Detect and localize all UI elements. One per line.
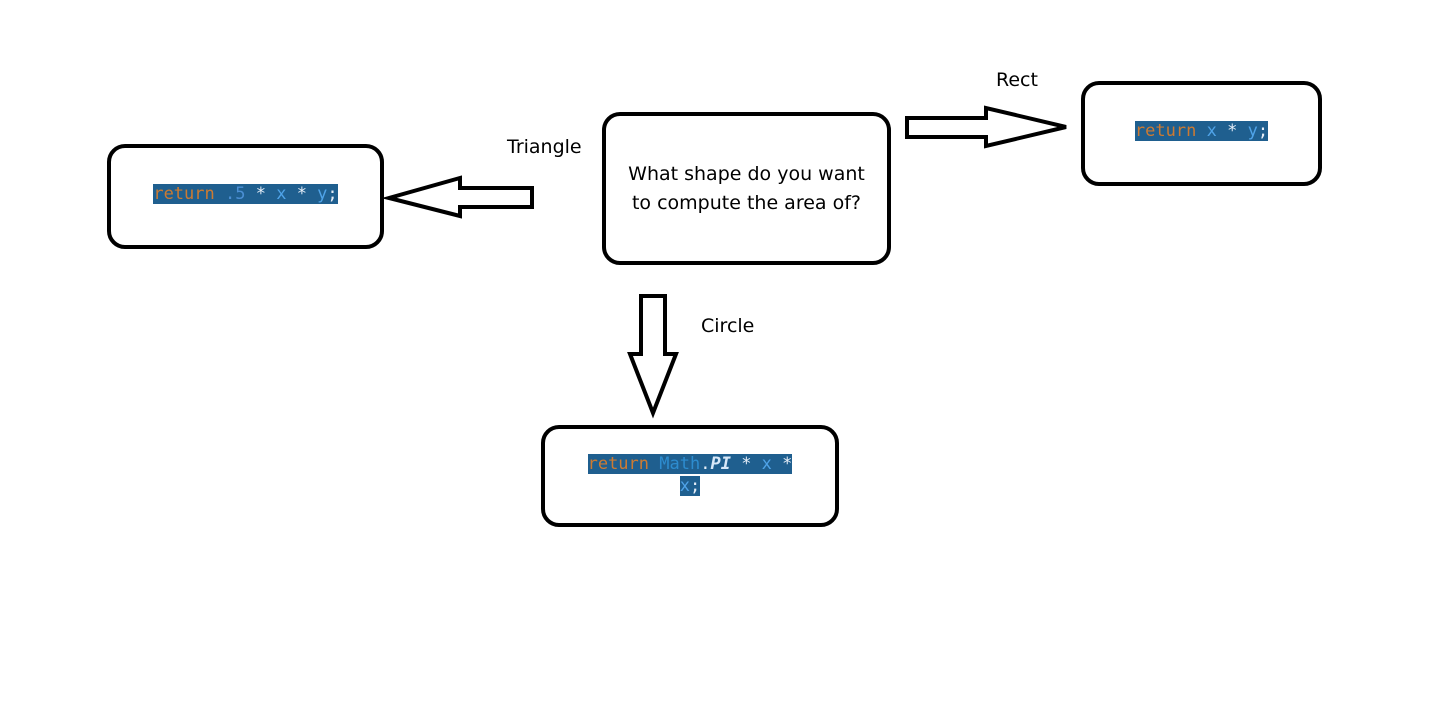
code-keyword: return: [153, 183, 215, 204]
triangle-area-code: return .5 * x * y;: [153, 183, 338, 205]
code-terminator: ;: [1257, 121, 1269, 141]
rect-area-node: return x * y;: [1081, 81, 1322, 186]
question-node: What shape do you want to compute the ar…: [602, 112, 891, 265]
question-line-1: What shape do you want: [628, 162, 865, 185]
arrow-down-icon: [627, 294, 679, 419]
edge-label-triangle: Triangle: [507, 136, 582, 158]
code-identifier: x: [761, 454, 772, 474]
code-operator: *: [286, 183, 318, 204]
edge-label-circle: Circle: [701, 315, 755, 337]
code-identifier: x: [1206, 121, 1217, 141]
arrow-right-icon: [905, 105, 1067, 149]
edge-label-rect: Rect: [996, 69, 1038, 91]
triangle-area-node: return .5 * x * y;: [107, 144, 384, 249]
code-operator: *: [1216, 121, 1248, 141]
rect-area-code: return x * y;: [1134, 120, 1269, 142]
code-terminator: ;: [327, 183, 338, 204]
circle-area-node: return Math.PI * x *x;: [541, 425, 839, 527]
question-text: What shape do you want to compute the ar…: [620, 160, 873, 218]
question-line-2: to compute the area of?: [631, 191, 861, 214]
arrow-left-icon: [381, 175, 534, 219]
code-identifier: y: [317, 183, 328, 204]
code-identifier: y: [1247, 121, 1258, 141]
code-field: PI: [710, 454, 731, 474]
code-operator: *: [771, 454, 793, 474]
code-identifier: x: [276, 183, 287, 204]
code-dot: .: [700, 454, 711, 474]
code-number: .5: [225, 183, 246, 204]
code-terminator: ;: [690, 476, 701, 496]
code-operator: *: [730, 454, 762, 474]
code-keyword: return: [1134, 121, 1197, 141]
code-class: Math: [659, 454, 701, 474]
code-keyword: return: [587, 454, 650, 474]
code-identifier: x: [679, 476, 690, 496]
circle-area-code: return Math.PI * x *x;: [570, 453, 810, 497]
code-operator: *: [245, 183, 277, 204]
